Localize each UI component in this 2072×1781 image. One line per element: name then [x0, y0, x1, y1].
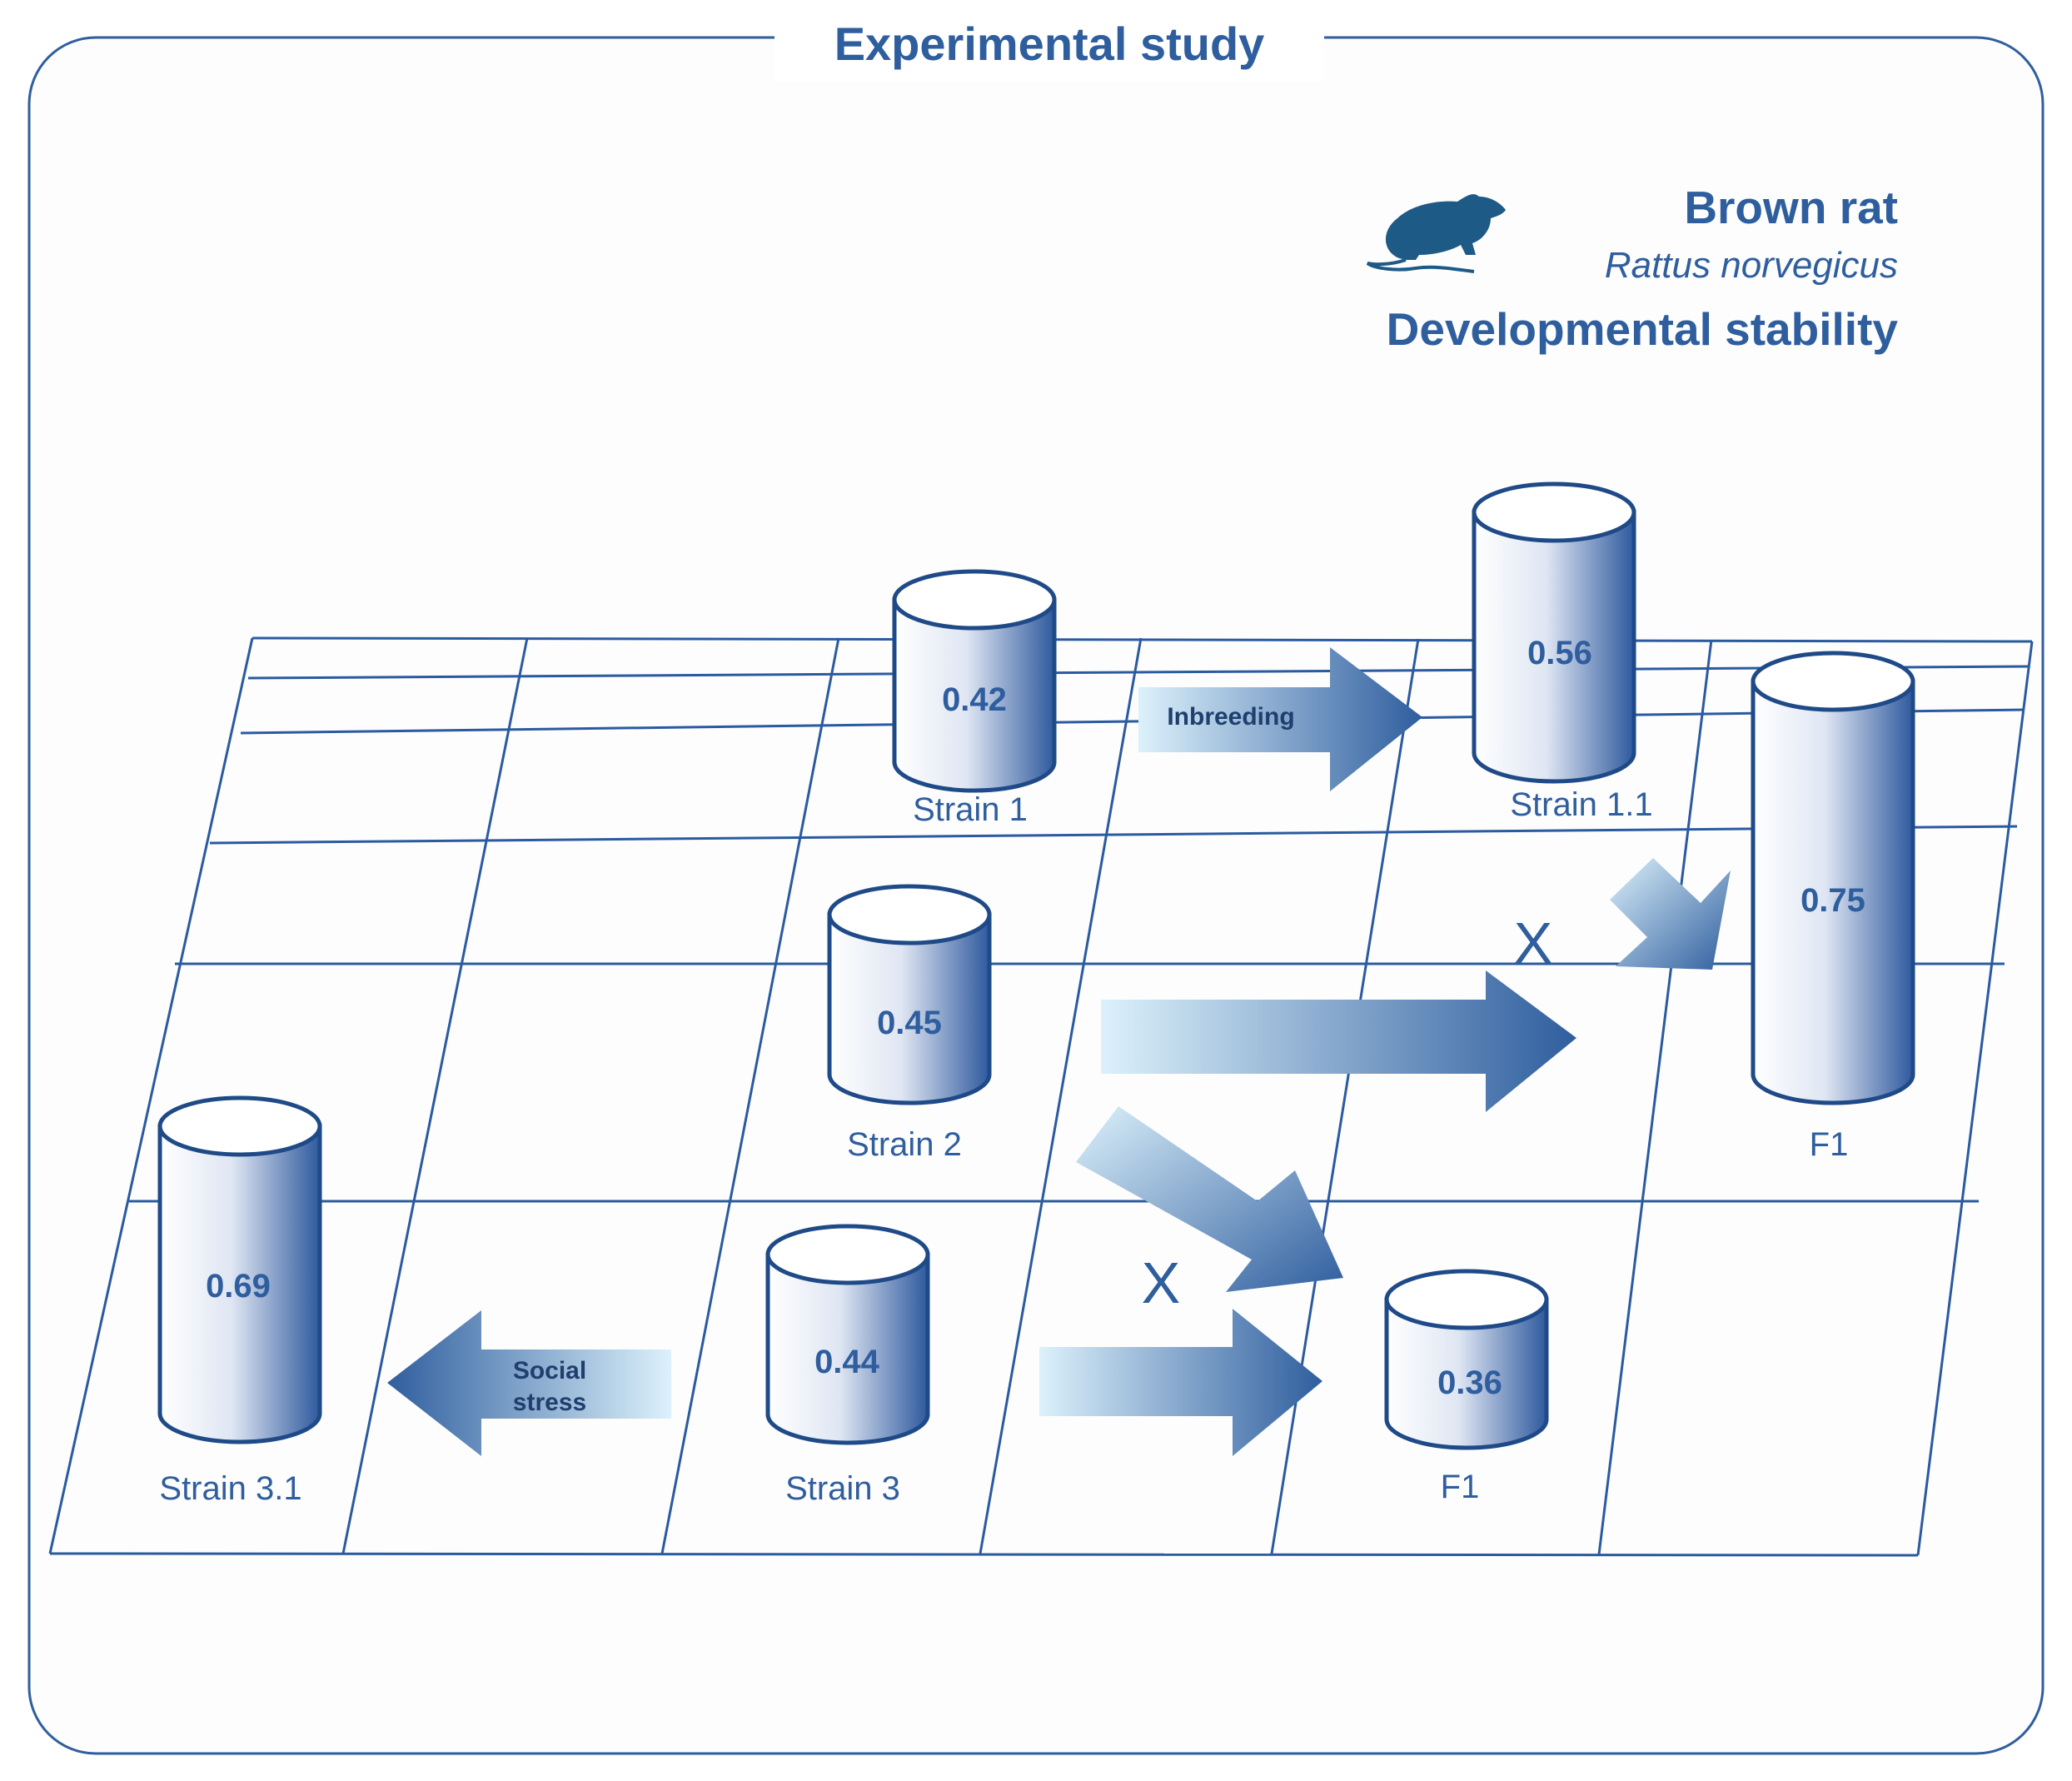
- cross-symbol: X: [1142, 1250, 1181, 1315]
- arrow-strain2-to-f1-lower: [1076, 1106, 1343, 1292]
- organism-common-name: Brown rat: [1684, 182, 1898, 233]
- node-strain1: 0.42 Strain 1: [892, 569, 1057, 828]
- grid: [48, 636, 2034, 1557]
- node-label: F1: [1441, 1469, 1480, 1505]
- node-strain3: 0.44 Strain 3: [765, 1224, 930, 1507]
- measure-label: Developmental stability: [1386, 303, 1898, 355]
- node-label: Strain 2: [847, 1126, 962, 1163]
- node-value: 0.45: [877, 1005, 942, 1041]
- node-f1-upper: 0.75 F1: [1751, 651, 1915, 1163]
- node-label: F1: [1810, 1126, 1849, 1163]
- arrow-social-stress-label-line1: Social: [513, 1357, 586, 1384]
- arrow-strain2-to-f1: [1101, 970, 1576, 1112]
- node-label: Strain 1.1: [1510, 786, 1652, 823]
- arrow-social-stress-label-line2: stress: [513, 1389, 586, 1416]
- node-f1-lower: 0.36 F1: [1384, 1269, 1549, 1505]
- node-value: 0.75: [1801, 882, 1865, 919]
- node-label: Strain 3.1: [159, 1470, 301, 1507]
- organism-scientific-name: Rattus norvegicus: [1604, 245, 1898, 286]
- node-strain31: 0.69 Strain 3.1: [157, 1095, 322, 1507]
- rat-icon: [1366, 194, 1506, 273]
- page-title: Experimental study: [775, 7, 1324, 82]
- organism-info: Brown rat Rattus norvegicus Developmenta…: [1387, 178, 1898, 363]
- node-value: 0.44: [814, 1344, 880, 1380]
- node-value: 0.69: [206, 1268, 271, 1305]
- node-strain2: 0.45 Strain 2: [827, 884, 992, 1163]
- node-value: 0.36: [1437, 1364, 1502, 1401]
- arrow-strain3-to-f1: [1039, 1309, 1322, 1456]
- node-label: Strain 3: [785, 1470, 900, 1507]
- node-label: Strain 1: [913, 791, 1028, 828]
- arrow-social-stress: Social stress: [387, 1310, 671, 1456]
- arrow-strain11-to-f1: [1610, 858, 1731, 970]
- node-value: 0.42: [942, 681, 1007, 718]
- node-value: 0.56: [1527, 635, 1592, 671]
- arrow-inbreeding-label: Inbreeding: [1167, 703, 1294, 731]
- cross-symbol: X: [1514, 910, 1553, 975]
- node-strain11: 0.56 Strain 1.1: [1472, 481, 1653, 823]
- arrow-inbreeding: Inbreeding: [1138, 647, 1422, 791]
